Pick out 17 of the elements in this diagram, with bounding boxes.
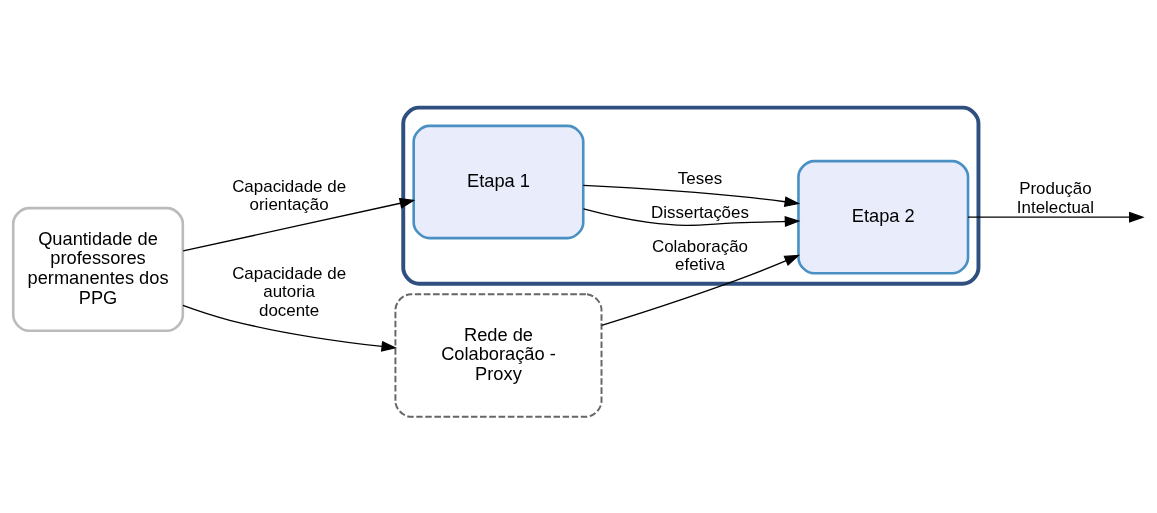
edge-label: Colaboração efetiva — [651, 236, 749, 274]
arrow — [182, 304, 398, 352]
node-box: Etapa 2 — [797, 159, 970, 275]
arrow — [601, 254, 801, 326]
node-box: Rede de Colaboração - Proxy — [394, 292, 603, 418]
node-box: Quantidade de professores permanentes dos PPG — [11, 206, 185, 332]
arrow — [582, 184, 801, 207]
edge-label: Capacidade de autoria docente — [232, 263, 347, 320]
node-box: Etapa 1 — [412, 124, 585, 239]
arrow — [582, 207, 801, 227]
cluster — [401, 105, 981, 286]
edge-label: Capacidade de orientação — [232, 176, 347, 214]
edge-label: Dissertações — [651, 202, 749, 222]
arrow — [967, 211, 1145, 223]
arrow — [182, 197, 416, 252]
edge-label: Produção Intelectual — [1016, 178, 1095, 217]
edge-label: Teses — [677, 168, 723, 188]
